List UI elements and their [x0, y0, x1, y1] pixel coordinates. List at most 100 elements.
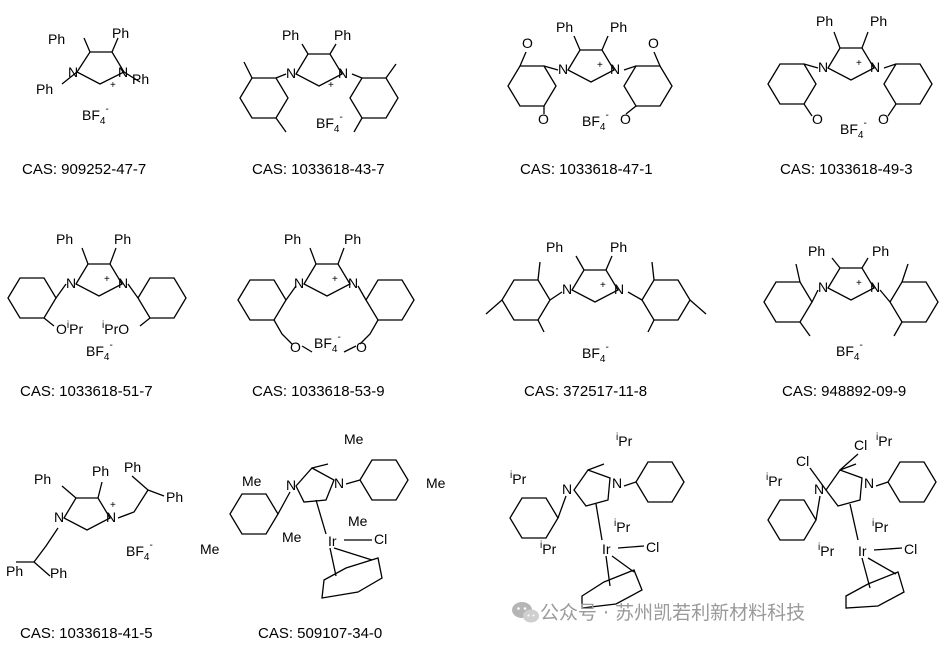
ipr-label: iPr: [876, 432, 893, 449]
compound-5-structure: Ph Ph N N + OiPr iPrO BF4-: [7, 231, 187, 363]
ph-label: Ph: [284, 231, 301, 247]
o-label: O: [812, 111, 823, 127]
ph-label: Ph: [34, 471, 51, 487]
ipr-o-label: OiPr: [56, 320, 83, 337]
compound-12-structure: N N Cl Cl iPr iPr iPr iPr Ir Cl: [766, 432, 937, 609]
compound-2-structure: Ph Ph N N + BF4-: [239, 27, 399, 135]
cas-number: CAS: 1033618-41-5: [20, 625, 153, 642]
me-label: Me: [348, 513, 368, 529]
plus-label: +: [328, 80, 334, 91]
o-label: O: [538, 111, 549, 127]
cl-label: Cl: [904, 541, 917, 557]
compound-10-structure: N N Me Me Me Me Me Me Ir Cl: [200, 431, 446, 599]
n-label: N: [562, 281, 572, 297]
plus-label: +: [110, 80, 116, 91]
ipr-label: iPr: [540, 540, 557, 557]
bf4-anion: BF4-: [86, 340, 113, 363]
n-label: N: [818, 59, 828, 75]
ir-label: Ir: [328, 533, 337, 549]
ipr-label: iPr: [614, 518, 631, 535]
ph-label: Ph: [556, 19, 573, 35]
ph-label: Ph: [166, 489, 183, 505]
n-label: N: [612, 475, 622, 491]
plus-label: +: [597, 60, 603, 71]
n-label: N: [286, 65, 296, 81]
ph-label: Ph: [282, 27, 299, 43]
bf4-anion: BF4-: [582, 342, 609, 365]
ph-label: Ph: [92, 463, 109, 479]
n-label: N: [814, 481, 824, 497]
ph-label: Ph: [344, 231, 361, 247]
ph-label: Ph: [124, 459, 141, 475]
o-label: O: [356, 339, 367, 355]
me-label: Me: [282, 529, 302, 545]
n-label: N: [334, 475, 344, 491]
cas-number: CAS: 948892-09-9: [782, 383, 906, 400]
bf4-anion: BF4-: [840, 118, 867, 141]
ph-label: Ph: [872, 243, 889, 259]
n-label: N: [66, 275, 76, 291]
compound-6-structure: Ph Ph N N + O O BF4-: [237, 231, 415, 355]
plus-label: +: [856, 278, 862, 289]
ph-label: Ph: [6, 563, 23, 579]
compound-1-structure: Ph Ph N N + Ph Ph BF4-: [36, 25, 149, 127]
ipr-label: iPr: [818, 542, 835, 559]
n-label: N: [818, 279, 828, 295]
ir-label: Ir: [602, 541, 611, 557]
cas-number: CAS: 909252-47-7: [22, 161, 146, 178]
ph-label: Ph: [816, 13, 833, 29]
bf4-anion: BF4-: [126, 540, 153, 563]
n-label: N: [870, 279, 880, 295]
n-label: N: [118, 275, 128, 291]
cl-label: Cl: [796, 453, 809, 469]
ph-label: Ph: [36, 81, 53, 97]
ipr-label: iPr: [510, 470, 527, 487]
cl-label: Cl: [854, 437, 867, 453]
me-label: Me: [344, 431, 364, 447]
cas-number: CAS: 1033618-47-1: [520, 161, 653, 178]
o-label: O: [878, 111, 889, 127]
me-label: Me: [426, 475, 446, 491]
n-label: N: [558, 61, 568, 77]
bf4-anion: BF4-: [314, 332, 341, 355]
compound-11-structure: N N iPr iPr iPr iPr Ir Cl: [509, 432, 685, 609]
watermark: 公众号 · 苏州凯若利新材料科技: [512, 602, 805, 624]
ph-label: Ph: [132, 71, 149, 87]
n-label: N: [338, 65, 348, 81]
cas-number: CAS: 1033618-49-3: [780, 161, 913, 178]
compound-9-structure: Ph Ph N N + Ph Ph Ph Ph BF4-: [6, 459, 183, 581]
n-label: N: [610, 61, 620, 77]
bf4-anion: BF4-: [582, 110, 609, 133]
plus-label: +: [600, 280, 606, 291]
ph-label: Ph: [870, 13, 887, 29]
cas-number: CAS: 372517-11-8: [524, 383, 647, 400]
o-label: O: [290, 339, 301, 355]
ipr-label: iPr: [616, 432, 633, 449]
bf4-anion: BF4-: [82, 104, 109, 127]
watermark-text: 公众号 · 苏州凯若利新材料科技: [540, 602, 805, 624]
ph-label: Ph: [610, 239, 627, 255]
ph-label: Ph: [48, 31, 65, 47]
ph-label: Ph: [546, 239, 563, 255]
n-label: N: [562, 481, 572, 497]
plus-label: +: [332, 274, 338, 285]
compound-4-structure: Ph Ph N N + O O BF4-: [767, 13, 933, 141]
cas-number: CAS: 1033618-53-9: [252, 383, 385, 400]
ph-label: Ph: [808, 243, 825, 259]
me-label: Me: [200, 541, 220, 557]
cas-number: CAS: 509107-34-0: [258, 625, 382, 642]
o-label: O: [620, 111, 631, 127]
bf4-anion: BF4-: [836, 340, 863, 363]
n-label: N: [294, 275, 304, 291]
ph-label: Ph: [112, 25, 129, 41]
ph-label: Ph: [610, 19, 627, 35]
n-label: N: [864, 475, 874, 491]
n-label: N: [870, 59, 880, 75]
n-label: N: [286, 477, 296, 493]
n-label: N: [118, 64, 128, 80]
ph-label: Ph: [50, 565, 67, 581]
ipr-label: iPr: [872, 518, 889, 535]
ph-label: Ph: [334, 27, 351, 43]
n-label: N: [54, 509, 64, 525]
